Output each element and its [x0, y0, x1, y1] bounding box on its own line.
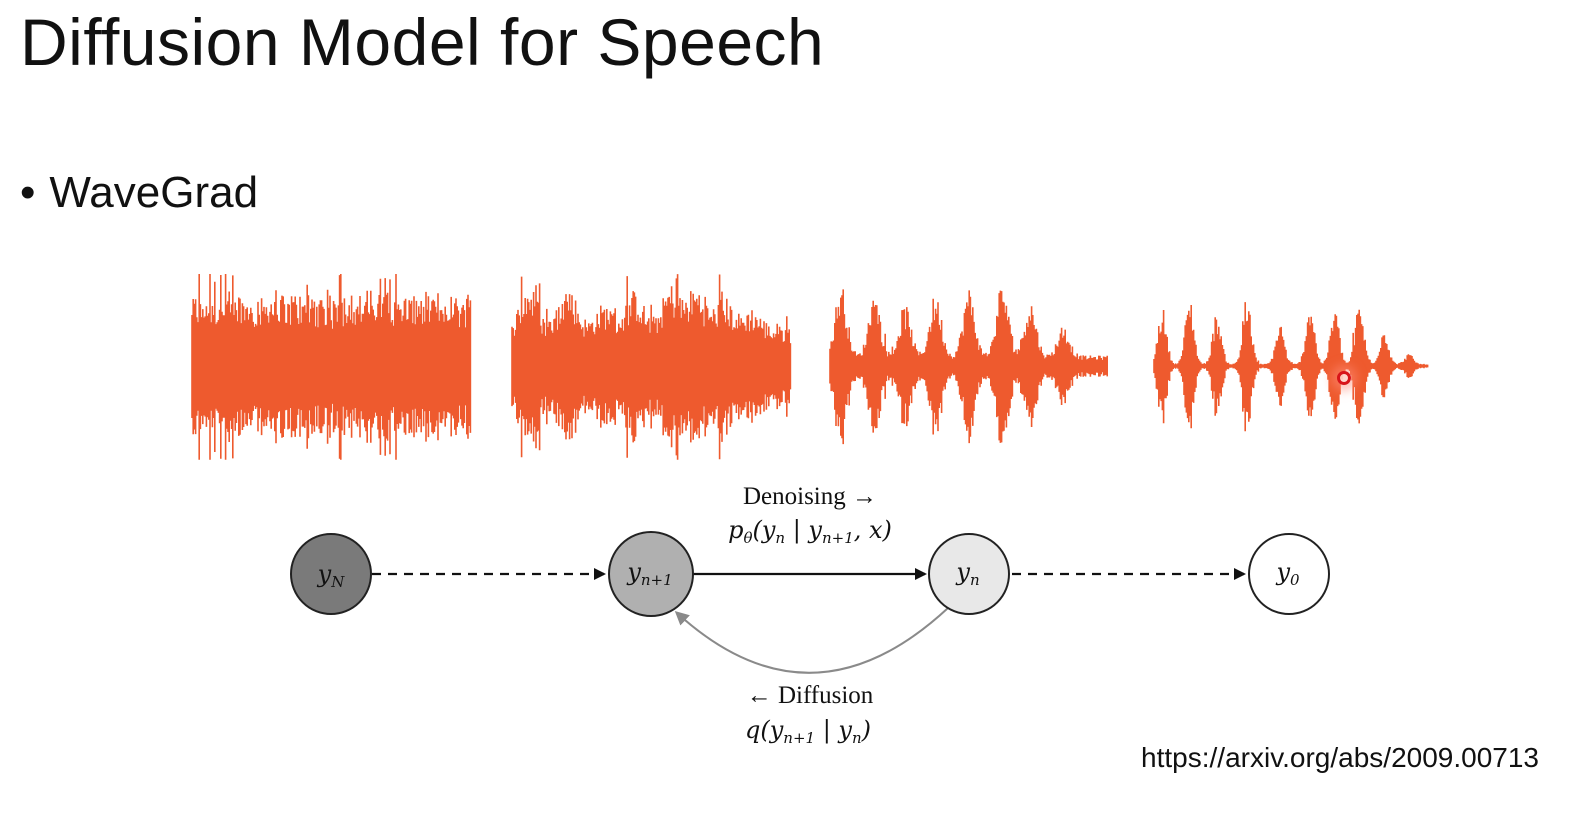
waveform-trace — [829, 289, 1108, 445]
node-y0-circle — [1248, 533, 1330, 615]
waveform-clean-speech — [1153, 302, 1429, 432]
waveform-pure-noise — [191, 274, 472, 460]
node-yN-circle — [290, 533, 372, 615]
node-yn1-label: yn+1 — [626, 558, 672, 589]
slide-title: Diffusion Model for Speech — [20, 5, 825, 79]
diffusion-label: ← Diffusion — [747, 682, 874, 709]
node-yn1-circle — [608, 531, 694, 617]
diffusion-curved-arrow — [674, 607, 949, 674]
waveform-trace — [511, 274, 792, 460]
node-y0-label: y0 — [1275, 558, 1300, 589]
bullet-dot: • — [20, 168, 36, 217]
node-yn-circle — [928, 533, 1010, 615]
waveform-trace — [1153, 302, 1429, 432]
bullet-text: WaveGrad — [49, 168, 259, 217]
source-url-link[interactable]: https://arxiv.org/abs/2009.00713 — [1141, 742, 1539, 773]
node-yN-label: yN — [317, 560, 346, 591]
denoising-formula: pθ(yn | yn+1, x) — [728, 516, 892, 547]
waveform-trace — [191, 274, 472, 460]
denoising-label: Denoising → — [743, 483, 877, 510]
waveform-mostly-clean — [829, 289, 1108, 445]
cursor-pointer-indicator — [1337, 371, 1351, 385]
node-yn-label: yn — [955, 558, 979, 589]
waveform-partial-noise — [511, 274, 792, 460]
bullet-item-wavegrad: • WaveGrad — [20, 168, 258, 218]
diffusion-formula: q(yn+1 | yn) — [745, 716, 871, 747]
